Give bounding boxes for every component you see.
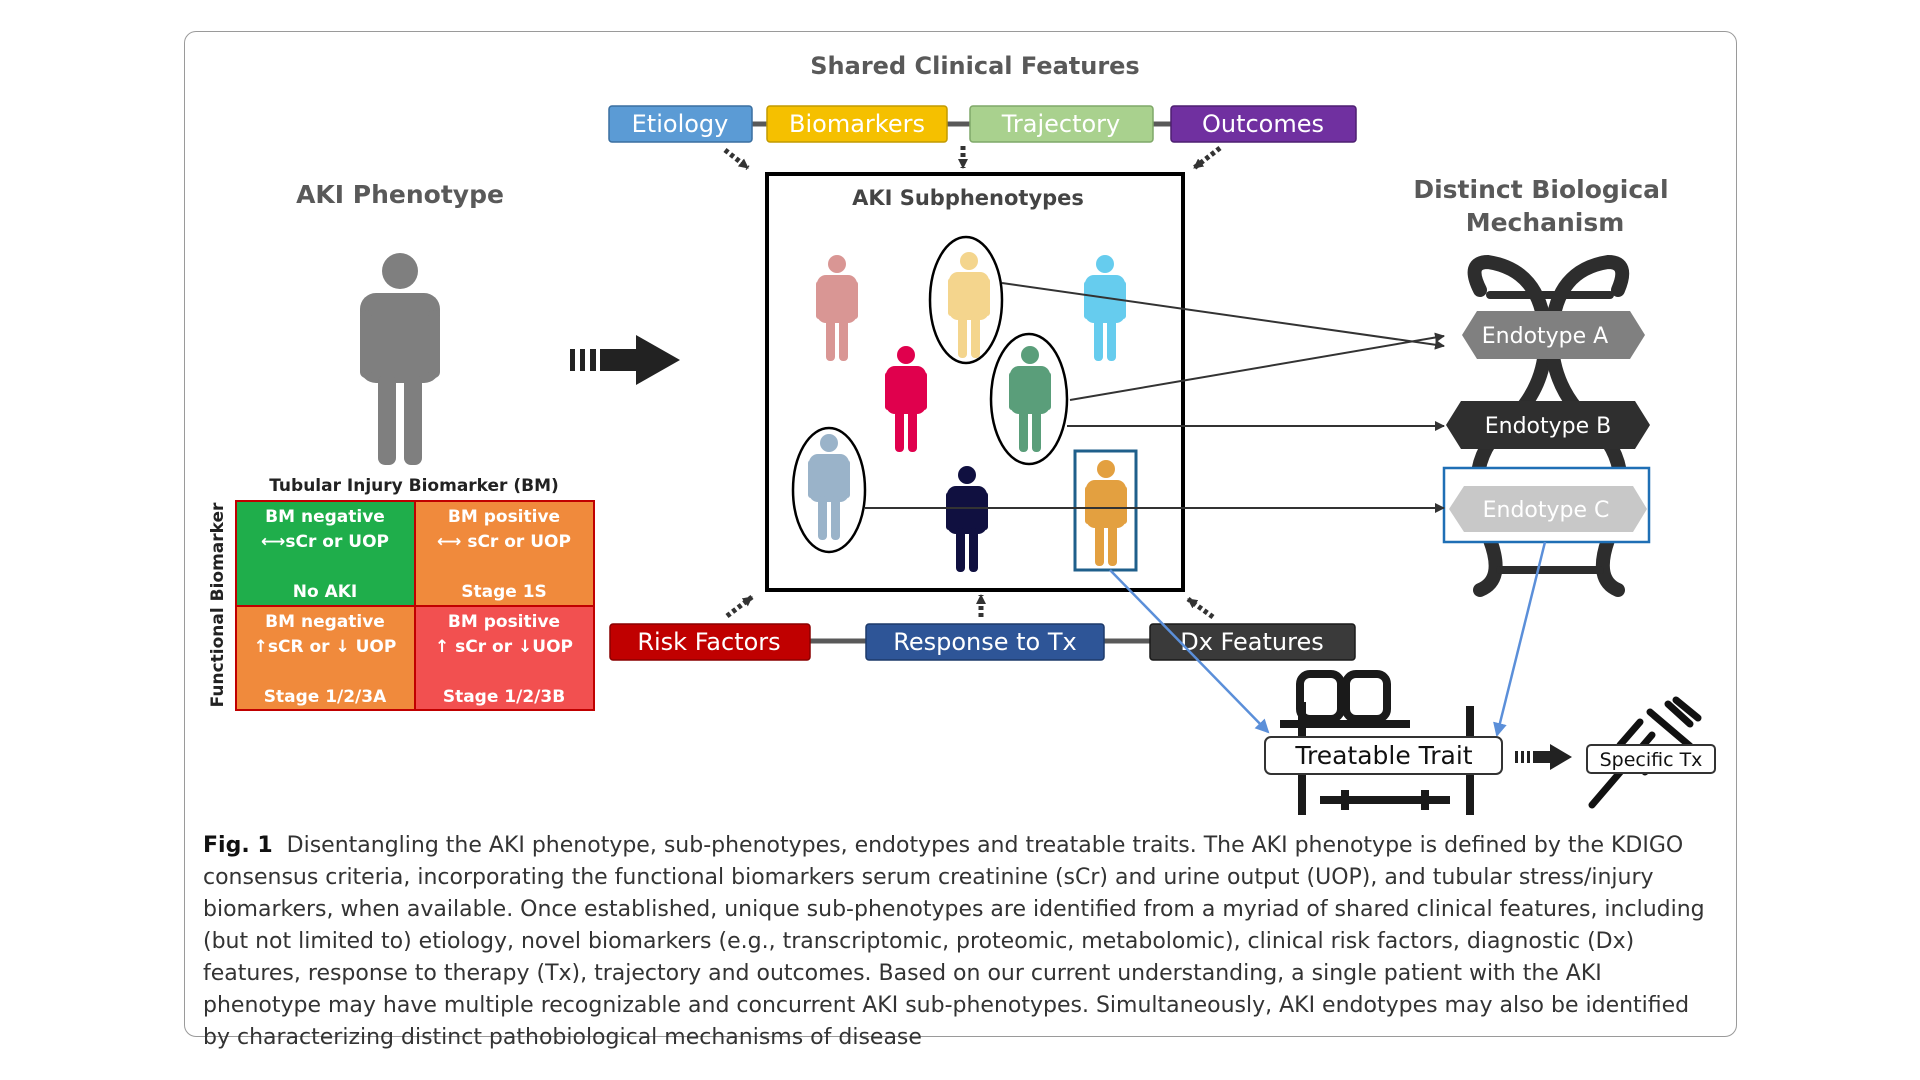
feature-biomarkers: Biomarkers (766, 105, 948, 143)
feature-trajectory-label: Trajectory (1001, 110, 1121, 138)
feature-outcomes: Outcomes (1170, 105, 1357, 143)
person-icon-yellow (948, 252, 990, 358)
grid-cell-bm-neg-stage3a (235, 605, 416, 711)
feature-response-label: Response to Tx (893, 628, 1076, 656)
bottom-arrows (725, 594, 1215, 620)
feature-trajectory-box (969, 105, 1154, 143)
cell3-line1: BM negative (265, 612, 385, 632)
ellipse-steel (791, 426, 867, 554)
feature-response-box (865, 623, 1105, 661)
feature-risk-label: Risk Factors (637, 628, 780, 656)
feature-risk-box (609, 623, 811, 661)
ellipse-yellow (928, 235, 1004, 365)
feature-etiology-label: Etiology (632, 110, 729, 138)
endotype-c: Endotype C (1442, 466, 1651, 544)
caption-text: Disentangling the AKI phenotype, sub-phe… (203, 833, 1705, 1050)
endotype-b: Endotype B (1446, 401, 1650, 449)
endotype-a: Endotype A (1462, 311, 1645, 359)
arrow-outcomes (1192, 146, 1222, 170)
feature-outcomes-label: Outcomes (1202, 110, 1324, 138)
mechanism-title-line1: Distinct Biological (1413, 175, 1668, 204)
cell1-line3: No AKI (293, 582, 357, 602)
person-icon-green (1009, 346, 1051, 452)
feature-risk-factors: Risk Factors (609, 623, 811, 661)
specific-tx-label: Specific Tx (1600, 749, 1703, 771)
arrow-etiology (723, 148, 750, 170)
feature-outcomes-box (1170, 105, 1357, 143)
top-arrows (723, 146, 1222, 170)
feature-etiology-box (608, 105, 753, 143)
endotype-b-label: Endotype B (1485, 414, 1612, 439)
cell3-line2: ↑sCR or ↓ UOP (254, 637, 397, 657)
feature-dx-box (1149, 623, 1356, 661)
feature-dx-label: Dx Features (1180, 628, 1324, 656)
person-icon-orange (1085, 460, 1127, 566)
feature-biomarkers-label: Biomarkers (789, 110, 925, 138)
person-icon-steel (808, 434, 850, 540)
feature-etiology: Etiology (608, 105, 753, 143)
phenotype-arrow (570, 335, 680, 385)
endotype-a-label: Endotype A (1482, 324, 1608, 349)
feature-dx: Dx Features (1149, 623, 1356, 661)
treatable-links (1109, 541, 1547, 737)
person-icon-cyan (1084, 255, 1126, 361)
grid-cell-bm-neg-no-aki (235, 500, 416, 607)
phenotype-title: AKI Phenotype (296, 180, 504, 209)
trait-to-tx-arrow (1515, 744, 1572, 770)
figure-caption: Fig. 1 Disentangling the AKI phenotype, … (203, 830, 1723, 1054)
link-endotype-c-trait (1493, 541, 1547, 737)
cell2-line2: ⟷ sCr or UOP (437, 532, 571, 552)
subphenotype-people (808, 252, 1127, 572)
subphenotype-box (765, 172, 1185, 592)
grid-text: BM negative ⟷sCr or UOP No AKI BM positi… (254, 507, 573, 707)
feature-trajectory: Trajectory (969, 105, 1154, 143)
ellipse-green (989, 332, 1069, 466)
feature-response: Response to Tx (865, 623, 1105, 661)
cell2-line3: Stage 1S (461, 582, 547, 602)
cell4-line1: BM positive (448, 612, 560, 632)
subphenotypes-title: AKI Subphenotypes (852, 186, 1084, 210)
link-green-a (1069, 332, 1445, 401)
arrow-dx (1186, 596, 1215, 620)
person-icon-navy (946, 466, 988, 572)
cell4-line3: Stage 1/2/3B (443, 687, 565, 707)
cell2-line1: BM positive (448, 507, 560, 527)
endotype-links (865, 282, 1445, 513)
caption-label: Fig. 1 (203, 833, 273, 858)
endotype-c-box (1449, 486, 1647, 532)
cell4-line2: ↑ sCr or ↓UOP (435, 637, 573, 657)
person-icon-red (885, 346, 927, 452)
endotype-a-box (1462, 311, 1645, 359)
phenotype-person-icon (360, 253, 440, 465)
cell1-line2: ⟷sCr or UOP (261, 532, 389, 552)
grid-cell-bm-pos-stage3b (414, 605, 595, 711)
link-orange-trait (1109, 569, 1270, 734)
mechanism-title-line2: Mechanism (1466, 208, 1625, 237)
figure-frame (184, 31, 1737, 1037)
treatable-trait-label: Treatable Trait (1294, 741, 1472, 770)
specific-tx-box (1586, 744, 1716, 774)
treatable-trait-box (1264, 736, 1503, 775)
arrow-risk (725, 595, 754, 618)
rect-orange (1073, 449, 1138, 572)
shared-features-title: Shared Clinical Features (810, 52, 1139, 80)
feature-biomarkers-box (766, 105, 948, 143)
grid-side-label: Functional Biomarker (208, 502, 228, 707)
biomarker-grid (235, 500, 595, 711)
cell1-line1: BM negative (265, 507, 385, 527)
endotype-c-label: Endotype C (1483, 498, 1610, 523)
person-icon-rose (816, 255, 858, 361)
grid-cell-bm-pos-stage1s (414, 500, 595, 607)
endotype-b-box (1446, 401, 1650, 449)
link-yellow-a (1001, 282, 1445, 350)
grid-top-label: Tubular Injury Biomarker (BM) (269, 476, 559, 496)
cell3-line3: Stage 1/2/3A (264, 687, 387, 707)
